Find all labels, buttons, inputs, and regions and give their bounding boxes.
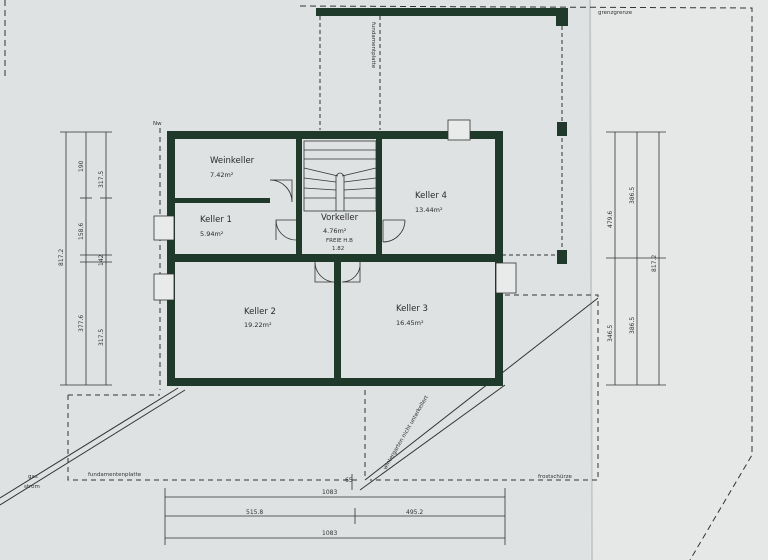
room-weinkeller-area: 7.42m² xyxy=(210,171,234,179)
room-keller4-area: 13.44m² xyxy=(415,206,443,214)
north-marker: Nw xyxy=(153,121,162,127)
dim-left-total: 817.2 xyxy=(58,249,65,266)
dim-left-c: 158.6 xyxy=(78,223,85,240)
dim-bottom-total-top: 1083 xyxy=(322,489,337,496)
room-keller3-name: Keller 3 xyxy=(396,304,428,314)
bottom-dimension-lines xyxy=(164,474,506,545)
boundary-label: grenzgrenze xyxy=(598,10,633,16)
dim-bottom-left: 515.8 xyxy=(246,509,263,516)
dim-bottom-right: 495.2 xyxy=(406,509,423,516)
fundamentplatte-top-label: fundamentplatte xyxy=(370,22,376,69)
strom-label: strom xyxy=(24,484,40,490)
room-vorkeller-sub: FREIE H.B xyxy=(326,238,353,244)
room-vorkeller-name: Vorkeller xyxy=(321,213,359,223)
dim-left-d: 142 xyxy=(98,254,105,266)
wintergarten-foundation xyxy=(316,8,568,264)
windows xyxy=(153,119,517,301)
room-keller2-area: 19.22m² xyxy=(244,321,272,329)
room-vorkeller-area: 4.76m² xyxy=(323,227,347,235)
dim-left-e: 377.6 xyxy=(78,315,85,332)
frostschuerze-label: frostschürze xyxy=(538,474,572,480)
room-keller4-name: Keller 4 xyxy=(415,191,447,201)
dim-left-a: 190 xyxy=(78,160,85,172)
diagonal-lines xyxy=(0,297,599,506)
dim-right-total: 817.2 xyxy=(651,255,658,272)
right-dimension-lines xyxy=(606,131,666,386)
room-keller2-name: Keller 2 xyxy=(244,307,276,317)
dim-bottom-total-bottom: 1083 xyxy=(322,530,337,537)
room-keller1-name: Keller 1 xyxy=(200,215,232,225)
dim-left-f: 317.5 xyxy=(98,329,105,346)
dim-small-marker: 65 xyxy=(345,477,353,484)
room-vorkeller-val: 1.82 xyxy=(332,246,344,252)
dim-right-b: 386.5 xyxy=(629,187,636,204)
fundamentplatte-bottom-label: fundamentenplatte xyxy=(88,472,142,478)
dim-left-b: 317.5 xyxy=(98,171,105,188)
room-keller3-area: 16.45m² xyxy=(396,319,424,327)
left-dimension-lines xyxy=(60,131,112,386)
dim-right-c: 346.5 xyxy=(607,325,614,342)
staircase xyxy=(303,140,377,212)
paper-fold xyxy=(589,0,593,560)
gas-label: gas xyxy=(28,474,38,480)
room-keller1-area: 5.94m² xyxy=(200,230,224,238)
building-walls xyxy=(167,131,503,386)
paper-shade-right xyxy=(590,0,768,560)
foundation-outline xyxy=(67,128,599,481)
property-boundary xyxy=(4,0,753,560)
room-weinkeller-name: Weinkeller xyxy=(210,156,255,166)
dim-right-d: 386.5 xyxy=(629,317,636,334)
door-swings xyxy=(269,179,406,283)
dim-right-a: 479.6 xyxy=(607,211,614,228)
